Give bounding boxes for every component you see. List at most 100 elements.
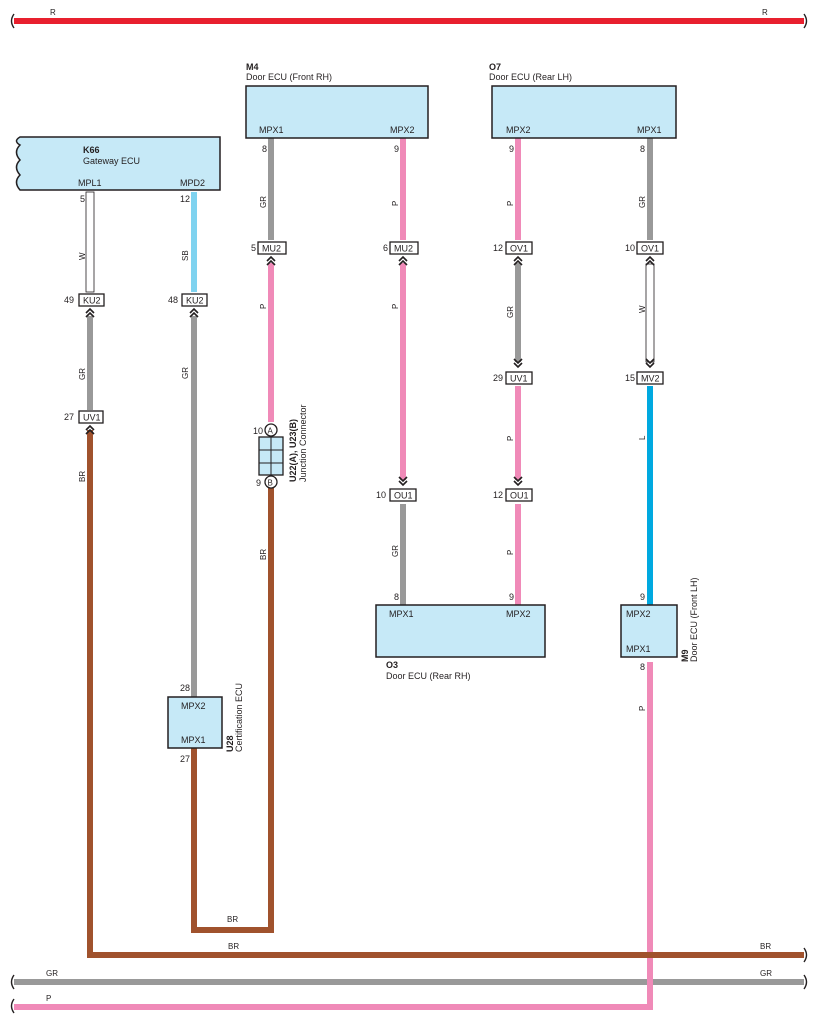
wire-u28-br <box>191 485 274 933</box>
ecu-pin-label: MPX1 <box>626 644 651 654</box>
wire-label: P <box>506 201 515 206</box>
bus-gr: GR GR <box>10 969 808 990</box>
ecu-pin-label: MPX2 <box>626 609 651 619</box>
ecu-code: U28 <box>225 735 235 752</box>
pin-number: 10 <box>253 426 263 436</box>
wire-label: P <box>638 706 647 711</box>
wire-label: GR <box>638 196 647 208</box>
connector-label: MU2 <box>262 244 281 254</box>
pin-number: 5 <box>80 194 85 204</box>
ecu-pin-label: MPD2 <box>180 178 205 188</box>
wire-label: BR <box>259 549 268 560</box>
ecu-name: Door ECU (Rear RH) <box>386 671 471 681</box>
wire-label: GR <box>181 367 190 379</box>
connector-label: UV1 <box>510 374 528 384</box>
pin-number: 8 <box>640 144 645 154</box>
bus-br: BR BR <box>87 430 808 963</box>
connector-label: OU1 <box>510 491 529 501</box>
junction-pin-a: A <box>268 427 274 436</box>
connector-label: MU2 <box>394 244 413 254</box>
pin-number: 10 <box>625 243 635 253</box>
wire-label: P <box>506 550 515 555</box>
ecu-code: O3 <box>386 660 398 670</box>
ecu-k66-gateway: K66 Gateway ECU MPL1 MPD2 5 12 <box>15 136 221 204</box>
ecu-pin-label: MPX2 <box>506 609 531 619</box>
pin-number: 28 <box>180 683 190 693</box>
connector-mu2-6: 6 MU2 <box>383 241 419 266</box>
pin-number: 9 <box>256 478 261 488</box>
junction-name: Junction Connector <box>298 404 308 482</box>
ecu-pin-label: MPL1 <box>78 178 102 188</box>
bus-r-label-left: R <box>50 8 56 17</box>
connector-label: UV1 <box>83 413 101 423</box>
bus-p-label-left: P <box>46 994 51 1003</box>
pin-number: 8 <box>640 662 645 672</box>
pin-number: 5 <box>251 243 256 253</box>
ecu-o7-door-rear-lh: O7 Door ECU (Rear LH) MPX2 MPX1 9 8 <box>489 62 677 154</box>
ecu-pin-label: MPX1 <box>259 125 284 135</box>
ecu-name: Certification ECU <box>234 683 244 752</box>
wire-label: L <box>638 435 647 440</box>
connector-label: OV1 <box>510 244 528 254</box>
bus-br-label-right: BR <box>760 942 771 951</box>
pin-number: 9 <box>640 592 645 602</box>
connector-ou1-10: 10 OU1 <box>376 476 417 502</box>
ecu-pin-label: MPX1 <box>389 609 414 619</box>
pin-number: 12 <box>493 490 503 500</box>
ecu-m9-door-front-lh: 9 MPX2 MPX1 8 M9 Door ECU (Front LH) <box>620 577 699 672</box>
bus-gr-label-left: GR <box>46 969 58 978</box>
pin-number: 6 <box>383 243 388 253</box>
wire-o7-gr <box>645 138 655 605</box>
junction-pin-b: B <box>268 479 273 488</box>
wire-label: W <box>638 305 647 313</box>
pin-number: 10 <box>376 490 386 500</box>
wire-label: GR <box>78 368 87 380</box>
ecu-code: M9 <box>680 649 690 662</box>
ecu-code: M4 <box>246 62 259 72</box>
wire-label: GR <box>506 306 515 318</box>
pin-number: 49 <box>64 295 74 305</box>
wire-label: P <box>506 436 515 441</box>
pin-number: 9 <box>509 144 514 154</box>
ecu-code: O7 <box>489 62 501 72</box>
connector-ov1-12: 12 OV1 <box>493 241 533 266</box>
wire-label: GR <box>391 545 400 557</box>
pin-number: 12 <box>180 194 190 204</box>
wire-label: P <box>259 304 268 309</box>
wire-label: SB <box>181 250 190 261</box>
pin-number: 15 <box>625 373 635 383</box>
pin-number: 29 <box>493 373 503 383</box>
wire-label: GR <box>259 196 268 208</box>
ecu-pin-label: MPX2 <box>506 125 531 135</box>
connector-ov1-10: 10 OV1 <box>625 241 664 266</box>
ecu-name: Door ECU (Rear LH) <box>489 72 572 82</box>
connector-ku2-48: 48 KU2 <box>168 293 208 318</box>
wire-label: BR <box>227 915 238 924</box>
bus-r-label-right: R <box>762 8 768 17</box>
bus-br-label-mid: BR <box>228 942 239 951</box>
ecu-m4-door-front-rh: M4 Door ECU (Front RH) MPX1 MPX2 8 9 <box>245 62 429 154</box>
wire-labels: W SB GR GR BR GR P P P BR P GR GR W P L … <box>78 196 647 924</box>
wire-label: W <box>78 252 87 260</box>
connector-label: OU1 <box>394 491 413 501</box>
connector-uv1-27: 27 UV1 <box>64 410 104 435</box>
connector-label: KU2 <box>83 296 101 306</box>
junction-code: U22(A), U23(B) <box>288 419 298 482</box>
bus-gr-label-right: GR <box>760 969 772 978</box>
ecu-code: K66 <box>83 145 100 155</box>
pin-number: 12 <box>493 243 503 253</box>
pin-number: 8 <box>262 144 267 154</box>
ecu-pin-label: MPX2 <box>181 701 206 711</box>
connector-ou1-12: 12 OU1 <box>493 476 533 502</box>
connector-label: KU2 <box>186 296 204 306</box>
pin-number: 9 <box>509 592 514 602</box>
wire-label: BR <box>78 471 87 482</box>
connector-uv1-29: 29 UV1 <box>493 358 533 385</box>
ecu-o3-door-rear-rh: 8 9 MPX1 MPX2 O3 Door ECU (Rear RH) <box>375 592 546 681</box>
bus-p: P <box>10 662 653 1014</box>
ecu-name: Door ECU (Front LH) <box>689 577 699 662</box>
wire-label: P <box>391 201 400 206</box>
pin-number: 8 <box>394 592 399 602</box>
ecu-name: Door ECU (Front RH) <box>246 72 332 82</box>
connector-mv2-15: 15 MV2 <box>625 358 664 385</box>
